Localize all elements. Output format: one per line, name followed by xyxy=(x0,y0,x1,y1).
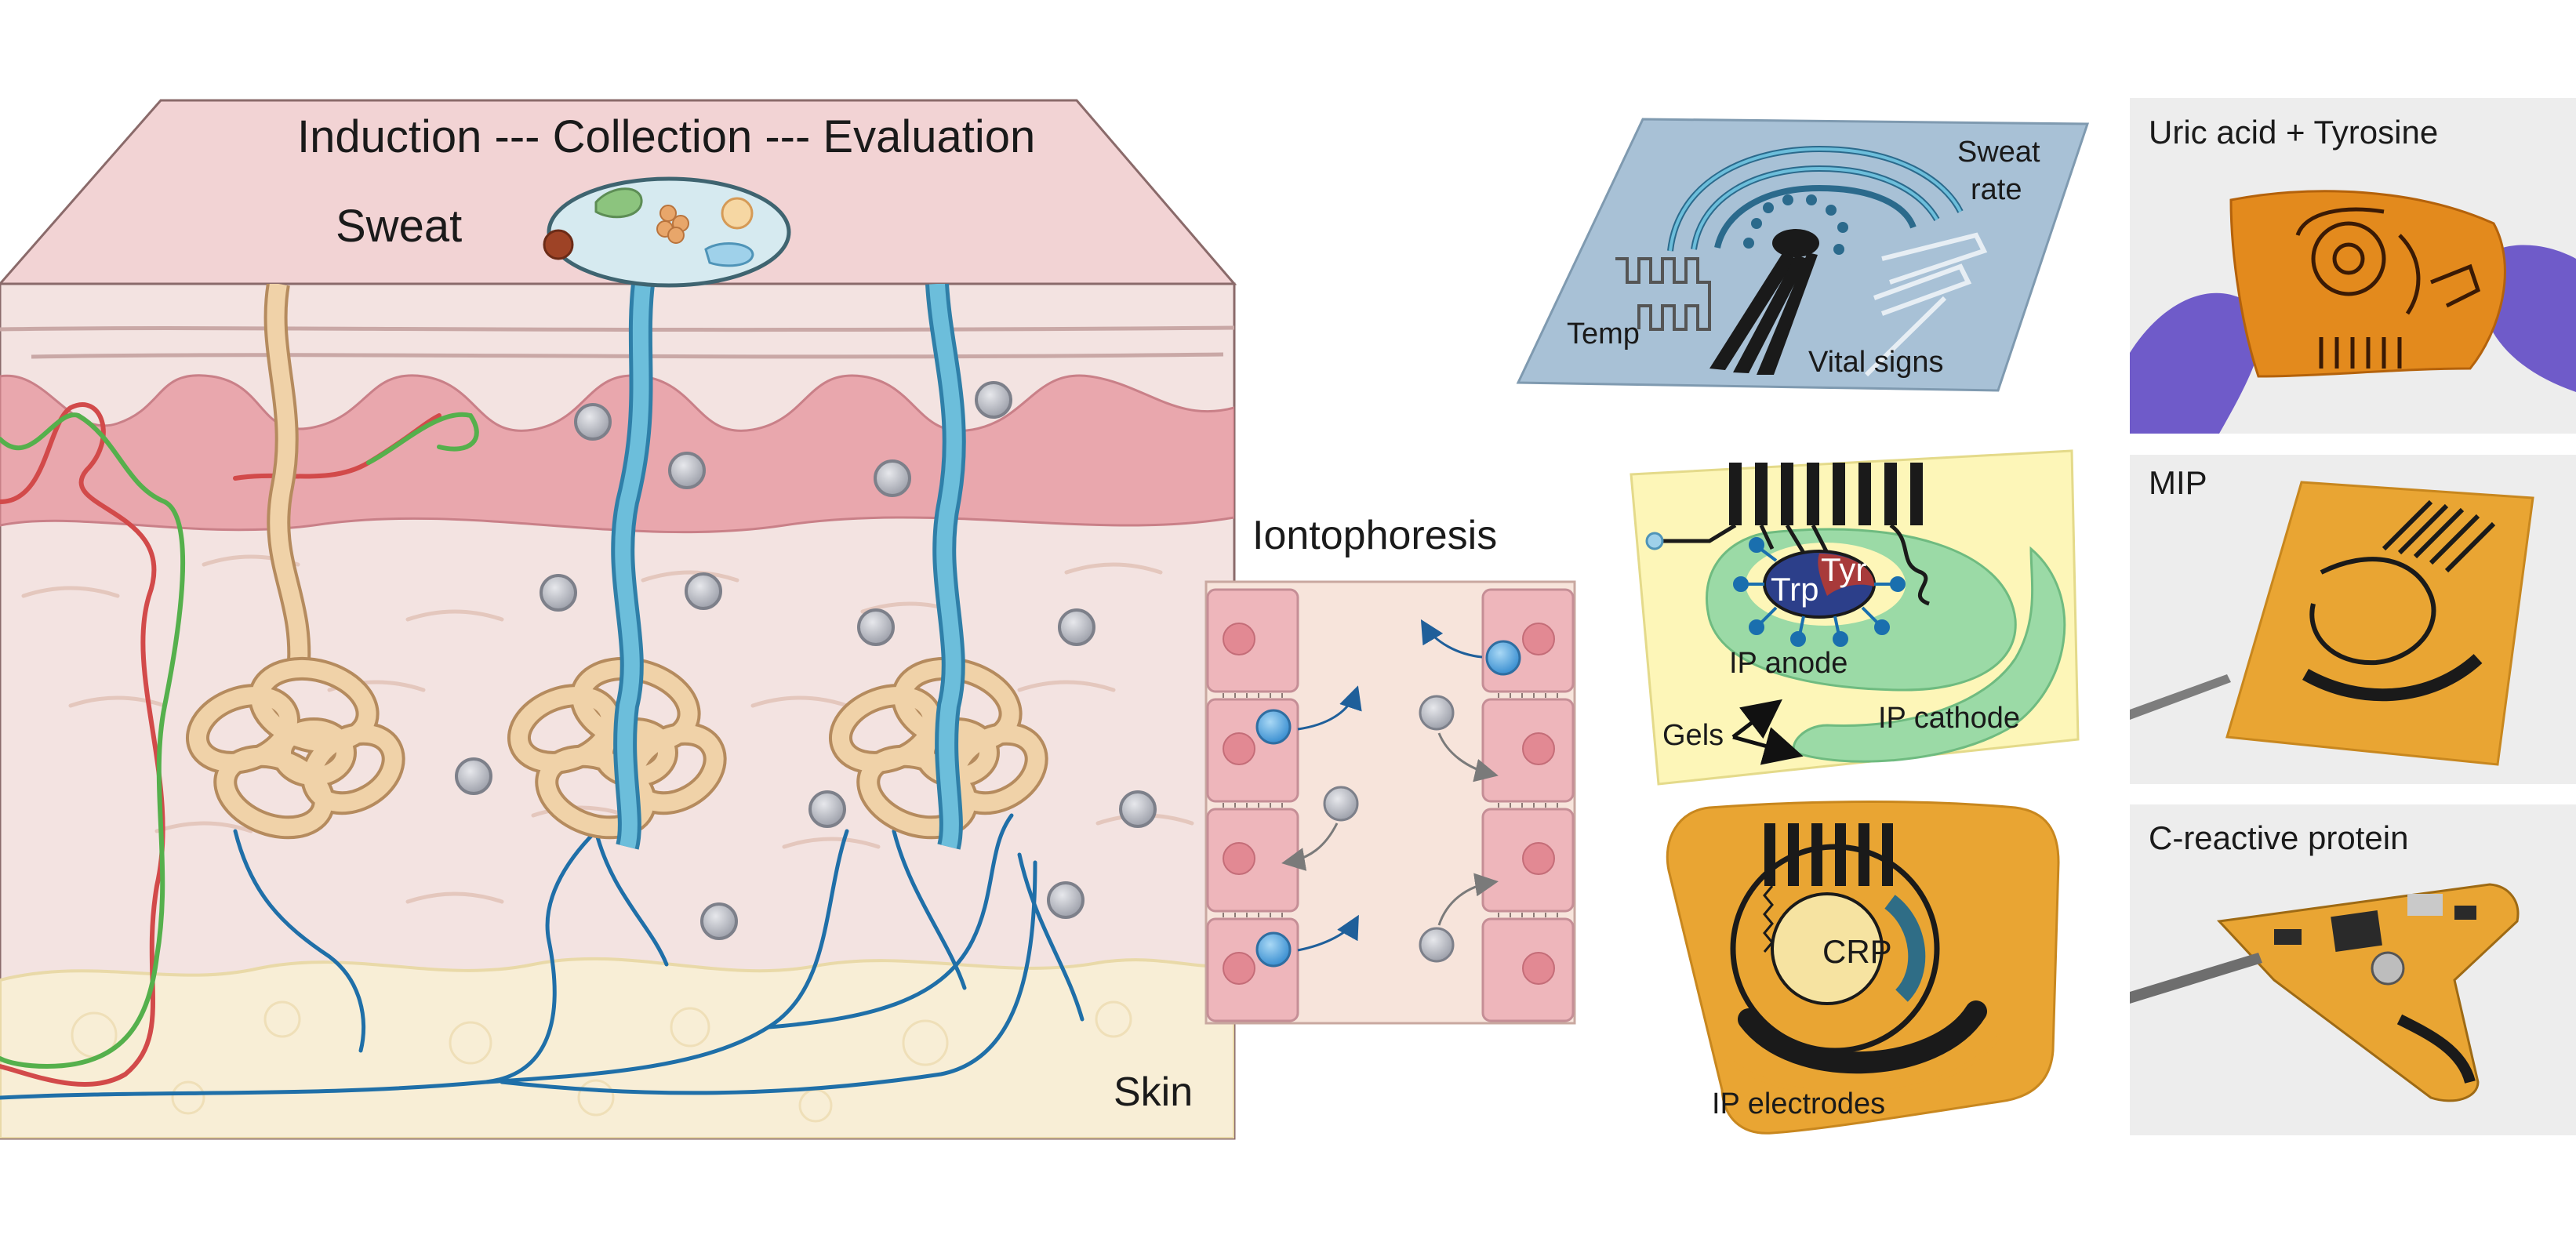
gels-arrows xyxy=(1731,699,1804,765)
blood-vessels xyxy=(0,402,479,1087)
sweat-gland-2 xyxy=(507,284,727,850)
cell-nuclei xyxy=(1223,623,1555,985)
glove-left xyxy=(2130,292,2263,434)
tweezers-2 xyxy=(2130,953,2262,1004)
nerves xyxy=(0,813,1085,1100)
reference-dot xyxy=(1645,532,1664,550)
photo-crp-label: C-reactive protein xyxy=(2149,819,2408,856)
skin-label: Skin xyxy=(1114,1069,1193,1115)
iontophoresis-title: Iontophoresis xyxy=(1252,513,1497,558)
ip-electrode-arc-1 xyxy=(1738,1000,1987,1074)
crp-electrode xyxy=(1771,892,1884,1005)
transport-arrows xyxy=(1281,619,1499,952)
crp-board-components xyxy=(2274,894,2476,986)
tyr-label: Tyr xyxy=(1821,551,1866,588)
tweezers xyxy=(2130,674,2231,720)
ip-cathode-label: IP cathode xyxy=(1878,702,2020,735)
uric-sensor-traces xyxy=(2295,207,2481,369)
skin-block: Induction --- Collection --- Evaluation … xyxy=(0,99,1237,1140)
sensor-3-serpentine xyxy=(1763,885,1774,953)
mip-sensor-film xyxy=(2225,481,2534,766)
photo-panel-uric: Uric acid + Tyrosine xyxy=(2130,98,2576,434)
vital-signs-label: Vital signs xyxy=(1808,346,1944,379)
trp-label: Trp xyxy=(1771,571,1818,608)
sweat-rate-label-1: Sweat xyxy=(1957,136,2040,169)
blue-ions xyxy=(1255,640,1521,968)
tight-junctions xyxy=(1223,693,1558,917)
ip-electrodes-label: IP electrodes xyxy=(1712,1088,1885,1120)
sensor-vital-signs: Sweat rate Temp Vital signs xyxy=(1516,118,2090,392)
sensor-2-lead-lines xyxy=(1655,523,1930,606)
iontophoresis-panel: Iontophoresis xyxy=(1204,513,1576,1025)
gels-label: Gels xyxy=(1662,719,1724,752)
crp-counter-arc xyxy=(1884,895,1926,1002)
photo-panel-mip: MIP xyxy=(2130,455,2576,784)
sweat-rate-channel-fill xyxy=(1669,147,1962,252)
fat-layer xyxy=(0,957,1234,1138)
sensor-2-text: Tyr Trp IP anode IP cathode Gels xyxy=(1662,551,2020,752)
photo-panel-crp: C-reactive protein xyxy=(2130,804,2576,1135)
analyte-particles xyxy=(455,381,1157,940)
sensor-1-text: Sweat rate Temp Vital signs xyxy=(1567,136,2040,379)
ip-electrode-arc-2 xyxy=(1723,1033,2002,1097)
sweat-pouch xyxy=(543,176,791,288)
grey-ions xyxy=(1323,695,1455,963)
sweat-label: Sweat xyxy=(336,201,462,252)
photo-uric-label: Uric acid + Tyrosine xyxy=(2149,114,2438,151)
crp-board-electrode-arc xyxy=(2396,1014,2476,1084)
vital-signs-electrodes xyxy=(1864,232,1988,377)
sensor-amino-acids: Tyr Trp IP anode IP cathode Gels xyxy=(1630,449,2080,786)
fat-cells xyxy=(71,1000,1132,1123)
temp-serpentine xyxy=(1615,257,1711,331)
photo-mip-label: MIP xyxy=(2149,464,2207,501)
sensor-1-electrodes xyxy=(1709,229,1819,375)
sweat-rate-label-2: rate xyxy=(1971,173,2022,206)
mip-sensor-traces xyxy=(2302,499,2496,702)
sensor-3-text: CRP IP electrodes xyxy=(1712,933,1892,1120)
skin-banner-text: Induction --- Collection --- Evaluation xyxy=(297,111,1035,162)
sweat-gland-1 xyxy=(185,284,405,840)
sweat-gland-3 xyxy=(828,284,1048,850)
sensor-2-spokes xyxy=(1733,537,1906,647)
sensor-1-dots xyxy=(1743,194,1848,255)
sensor-2-leads xyxy=(1729,463,1923,525)
sensor-crp: CRP IP electrodes xyxy=(1666,801,2060,1135)
temp-label: Temp xyxy=(1567,318,1640,350)
uric-sensor-film xyxy=(2229,190,2506,378)
crp-label: CRP xyxy=(1822,933,1892,970)
ip-anode-label: IP anode xyxy=(1729,647,1848,680)
tyr-region xyxy=(1818,554,1875,596)
